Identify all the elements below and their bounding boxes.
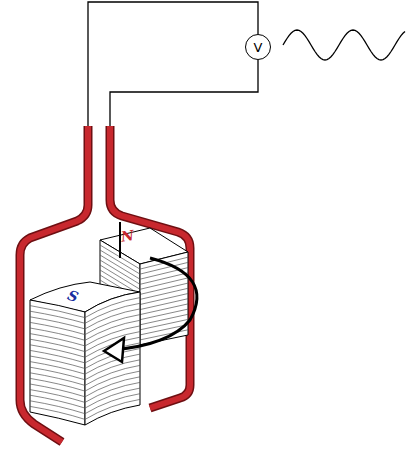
arrow-head bbox=[104, 338, 124, 362]
lamination-line bbox=[30, 394, 140, 414]
sine-wave bbox=[283, 30, 405, 60]
south-pole-piece bbox=[30, 282, 140, 425]
voltmeter-circle: V bbox=[245, 34, 271, 60]
meter-symbol: V bbox=[254, 41, 263, 54]
lamination-line bbox=[30, 303, 140, 323]
conductor-loop bbox=[20, 126, 190, 442]
lamination-line bbox=[30, 399, 140, 419]
lamination-line bbox=[30, 371, 140, 391]
lamination-line bbox=[30, 360, 140, 380]
lamination-line bbox=[100, 260, 188, 284]
lamination-line bbox=[30, 298, 140, 318]
lamination-line bbox=[30, 388, 140, 408]
pole-label: N bbox=[120, 228, 135, 244]
lamination-line bbox=[30, 382, 140, 402]
lamination-line bbox=[30, 365, 140, 385]
lamination-line bbox=[30, 377, 140, 397]
lamination-line bbox=[30, 315, 140, 335]
lead-wire bbox=[88, 2, 258, 130]
lead-wire bbox=[110, 60, 258, 130]
lamination-line bbox=[30, 309, 140, 329]
